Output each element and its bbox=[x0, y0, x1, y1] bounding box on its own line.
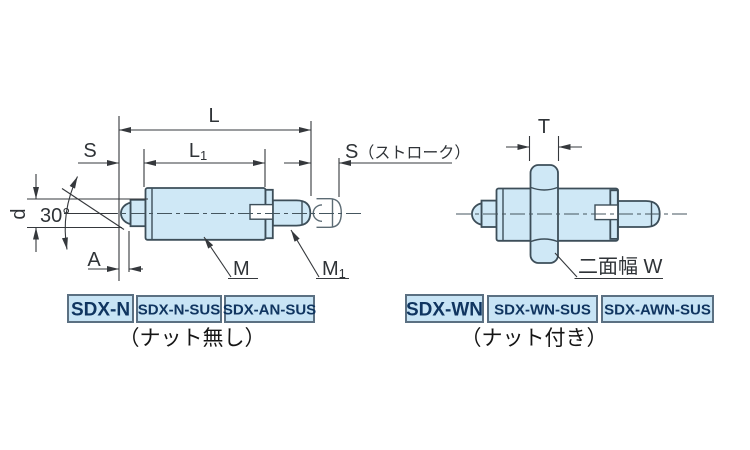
right-dimension-lines bbox=[506, 136, 663, 280]
leader-M bbox=[203, 236, 232, 278]
model-box-sdx-wn-sus bbox=[487, 295, 598, 323]
left-caption: （ナット無し） bbox=[119, 327, 266, 350]
left-view-drawing: L L1 S S（ストローク） d 30° A M M1 SDX-N SDX-N… bbox=[8, 105, 470, 350]
leader-W bbox=[554, 252, 578, 278]
model-label-sdx-wn: SDX-WN bbox=[406, 300, 483, 321]
right-caption: （ナット付き） bbox=[461, 327, 608, 350]
model-box-sdx-awn-sus bbox=[601, 295, 714, 323]
dim-label-M1: M1 bbox=[322, 258, 346, 281]
right-model-boxes: SDX-WN SDX-WN-SUS SDX-AWN-SUS （ナット付き） bbox=[405, 294, 714, 350]
left-model-boxes: SDX-N SDX-N-SUS SDX-AN-SUS （ナット無し） bbox=[67, 294, 316, 350]
dim-label-width-across-flats: 二面幅 W bbox=[578, 255, 663, 278]
dim-label-L: L bbox=[208, 105, 219, 127]
dim-label-T: T bbox=[538, 116, 550, 138]
plunger-body-shapes bbox=[103, 187, 364, 241]
angle-arc bbox=[61, 176, 78, 250]
leader-M1 bbox=[290, 229, 320, 278]
pin-slot bbox=[249, 203, 274, 220]
nut-facet-line-top bbox=[530, 186, 558, 191]
right-view-drawing: T 二面幅 W SDX-WN SDX-WN-SUS SDX-AWN-SUS （ナ… bbox=[405, 116, 714, 350]
model-label-sdx-n-sus: SDX-N-SUS bbox=[138, 302, 221, 319]
dim-label-d: d bbox=[8, 208, 30, 219]
plunger-with-nut-shapes bbox=[456, 164, 688, 264]
dim-label-A: A bbox=[87, 249, 101, 271]
model-box-sdx-n-sus bbox=[136, 295, 222, 323]
model-label-sdx-n: SDX-N bbox=[71, 300, 130, 321]
dim-label-stroke: S（ストローク） bbox=[345, 141, 470, 163]
dim-label-S: S bbox=[83, 140, 96, 162]
left-dimension-lines bbox=[27, 116, 452, 281]
model-box-sdx-n bbox=[67, 294, 134, 323]
dim-label-M: M bbox=[233, 258, 250, 280]
dim-label-angle: 30° bbox=[40, 205, 70, 227]
model-box-sdx-an-sus bbox=[224, 295, 315, 323]
threaded-pin bbox=[271, 199, 312, 227]
model-label-sdx-wn-sus: SDX-WN-SUS bbox=[494, 302, 591, 319]
angle-incline-line bbox=[61, 188, 125, 230]
model-label-sdx-an-sus: SDX-AN-SUS bbox=[223, 302, 316, 319]
dim-label-L1: L1 bbox=[189, 140, 207, 163]
model-box-sdx-wn bbox=[405, 294, 484, 323]
model-label-sdx-awn-sus: SDX-AWN-SUS bbox=[604, 302, 711, 319]
nut-facet-line-bottom bbox=[530, 238, 558, 243]
pin-slot bbox=[594, 204, 619, 221]
